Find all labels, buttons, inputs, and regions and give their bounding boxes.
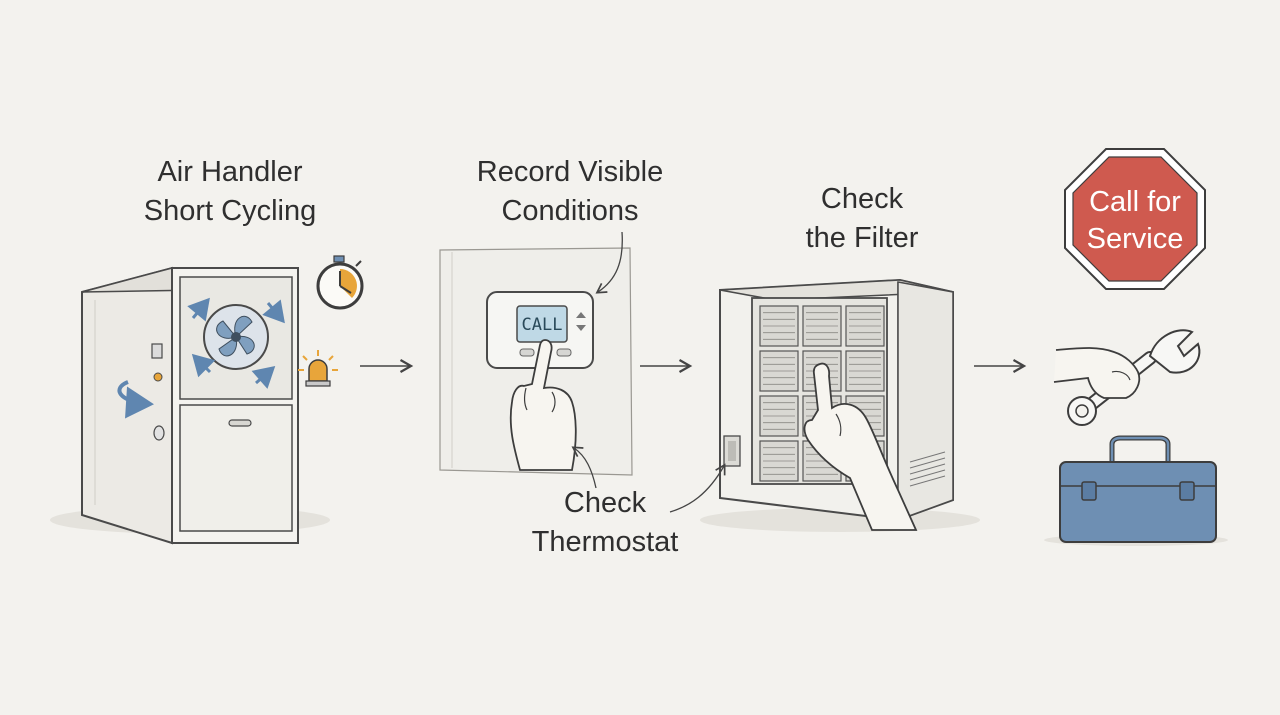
stop-sign-line-1: Call for	[1089, 186, 1181, 218]
thermostat-display: CALL	[522, 315, 563, 335]
step-label-line: the Filter	[805, 222, 919, 254]
hand-icon	[803, 362, 918, 531]
thermostat-icon: CALL	[486, 291, 594, 369]
callout-label-check-thermostat: Check Thermostat	[490, 484, 720, 562]
step-label-line: Conditions	[501, 195, 639, 227]
step-label-line: Short Cycling	[143, 195, 317, 227]
step-label-line: Record Visible	[476, 156, 664, 188]
hand-icon	[509, 339, 577, 471]
step-label-air-handler: Air Handler Short Cycling	[110, 153, 350, 231]
stop-sign-line-2: Service	[1087, 223, 1184, 255]
step-label-record-conditions: Record Visible Conditions	[440, 153, 700, 231]
callout-label-line: Check	[563, 487, 647, 519]
timer-icon	[316, 255, 364, 310]
stop-sign-icon: Call for Service	[1064, 148, 1206, 290]
hand-icon	[1053, 347, 1141, 399]
toolbox-icon	[1044, 435, 1228, 546]
callout-label-line: Thermostat	[531, 526, 679, 558]
step-label-check-filter: Check the Filter	[762, 180, 962, 258]
step-label-line: Check	[820, 183, 904, 215]
step-label-line: Air Handler	[157, 156, 303, 188]
air-handler-icon	[50, 266, 330, 545]
fan-icon	[187, 297, 285, 389]
alert-light-icon	[298, 350, 338, 387]
